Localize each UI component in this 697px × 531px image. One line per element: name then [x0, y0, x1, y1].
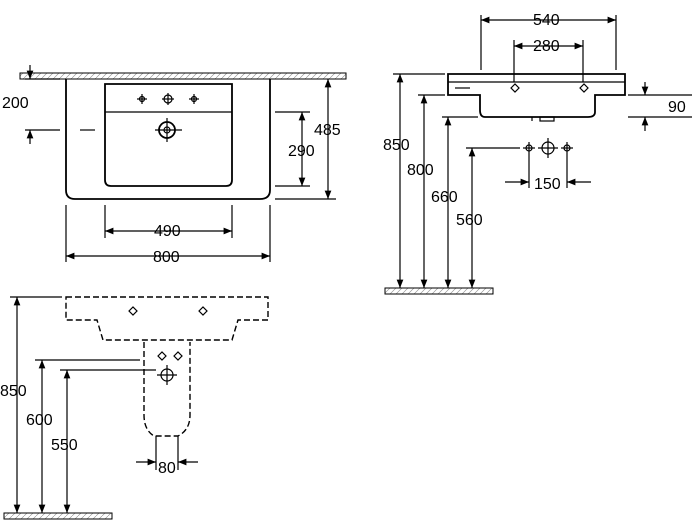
dim-280-label: 280 [533, 38, 560, 55]
floor-strip [384, 287, 494, 295]
dim-660-label: 660 [431, 189, 458, 206]
dim-490-label: 490 [154, 223, 181, 240]
front-view: 540 280 90 150 850 [383, 12, 692, 295]
dim-550-label: 550 [51, 437, 78, 454]
dim-80-label: 80 [158, 460, 176, 477]
basin-front-outline [447, 73, 626, 118]
dim-600-label: 600 [26, 412, 53, 429]
dim-850-pedestal-label: 850 [0, 383, 27, 400]
dim-150-label: 150 [534, 176, 561, 193]
pedestal-basin-outline [65, 296, 269, 341]
dim-800-label: 800 [153, 249, 180, 266]
pedestal-view: 850 600 550 80 [0, 296, 269, 520]
waste-outlet-icon [523, 138, 573, 158]
bowl-outline [104, 83, 233, 187]
top-view: 200 290 485 490 800 [2, 65, 347, 266]
pedestal-outline [143, 342, 191, 437]
pedestal-holes-icon [157, 351, 183, 385]
dim-850-side-label: 850 [383, 137, 410, 154]
basin-outline [65, 79, 271, 200]
dim-200-label: 200 [2, 95, 29, 112]
dim-800-side-label: 800 [407, 162, 434, 179]
dim-560-label: 560 [456, 212, 483, 229]
pedestal-floor-strip [3, 512, 113, 520]
dim-540-label: 540 [533, 12, 560, 29]
dim-90-label: 90 [668, 99, 686, 116]
dim-485-label: 485 [314, 122, 341, 139]
wall-strip [19, 72, 347, 80]
dim-290-label: 290 [288, 143, 315, 160]
tap-hole-icons [137, 93, 199, 105]
